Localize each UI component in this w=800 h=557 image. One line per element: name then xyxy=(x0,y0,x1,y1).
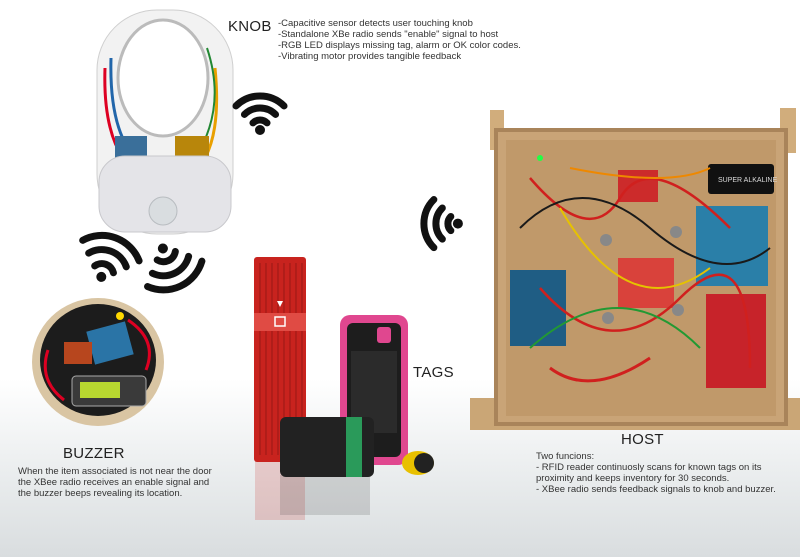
wireless-signal-icon xyxy=(79,231,143,282)
buzzer-description: When the item associated is not near the… xyxy=(18,466,212,499)
host-line: - XBee radio sends feedback signals to k… xyxy=(536,484,776,495)
host-line: - RFID reader continuosly scans for know… xyxy=(536,462,762,473)
host-line: proximity and keeps inventory for 30 sec… xyxy=(536,473,730,484)
knob-line: -Capacitive sensor detects user touching… xyxy=(278,18,473,29)
knob-line: -Standalone XBe radio sends "enable" sig… xyxy=(278,29,499,40)
knob-title: KNOB xyxy=(228,18,272,35)
host-title: HOST xyxy=(621,431,664,448)
knob-line: -RGB LED displays missing tag, alarm or … xyxy=(278,40,521,51)
battery-label: SUPER ALKALINE xyxy=(718,177,777,184)
wireless-signal-icon xyxy=(144,243,206,294)
wireless-signal-icon xyxy=(420,196,463,252)
tags-title: TAGS xyxy=(413,364,454,381)
host-description: Two funcions: - RFID reader continuosly … xyxy=(536,451,776,495)
buzzer-line: the XBee radio receives an enable signal… xyxy=(18,477,210,488)
host-line: Two funcions: xyxy=(536,451,595,462)
wireless-signal-icon xyxy=(232,92,288,135)
knob-line: -Vibrating motor provides tangible feedb… xyxy=(278,51,462,62)
knob-description: -Capacitive sensor detects user touching… xyxy=(278,18,521,62)
buzzer-line: the buzzer beeps revealing its location. xyxy=(18,488,183,499)
buzzer-line: When the item associated is not near the… xyxy=(18,466,212,477)
tags-image xyxy=(254,257,434,520)
host-device-image: SUPER ALKALINE xyxy=(470,108,800,430)
buzzer-device-image xyxy=(32,298,164,426)
buzzer-title: BUZZER xyxy=(63,445,125,462)
knob-device-image xyxy=(96,9,234,235)
